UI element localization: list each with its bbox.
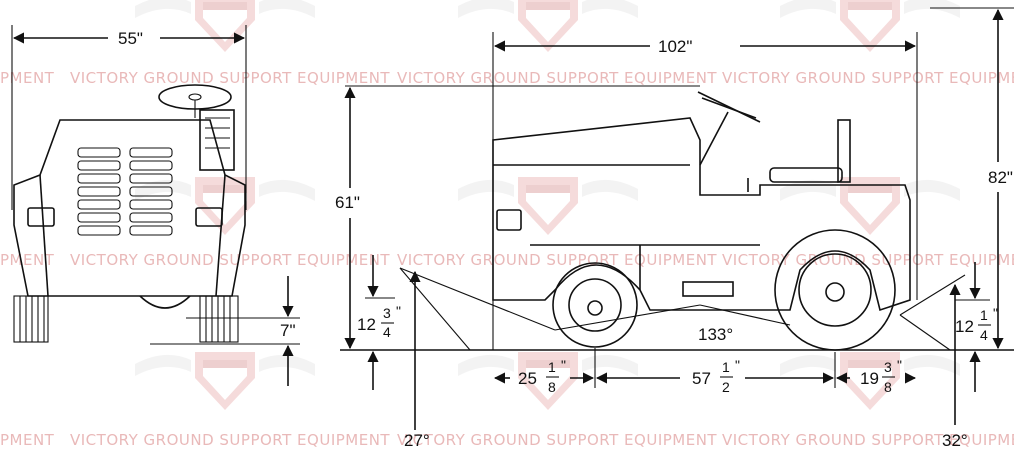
svg-text:1: 1 [548,359,556,375]
svg-text:3: 3 [383,305,391,321]
watermark-text: PMENT VICTORY GROUND SUPPORT EQUIPMENT V… [0,69,1014,449]
svg-text:": " [993,305,998,321]
svg-text:3: 3 [884,359,892,375]
dim-overall-height: 82" [988,168,1013,187]
dim-rear-overhang-height: 12 1 4 " [955,305,998,343]
watermark-label: VICTORY GROUND SUPPORT EQUIPMENT [70,431,390,449]
svg-text:": " [897,357,902,373]
svg-text:4: 4 [383,324,391,340]
svg-text:12: 12 [955,317,974,336]
watermark-label: VICTORY GROUND SUPPORT EQUIPMENT [70,251,390,269]
svg-text:2: 2 [722,379,730,395]
front-view-vehicle [11,25,300,386]
watermark-fragment: PMENT [0,251,55,269]
svg-text:12: 12 [357,315,376,334]
watermark-label: VICTORY GROUND SUPPORT EQUIPMENT [70,69,390,87]
svg-text:25: 25 [518,369,537,388]
dim-wheelbase: 57 1 2 " [692,357,740,395]
dim-front-width: 55" [118,29,143,48]
watermark-logos [135,0,960,410]
side-view-vehicle [340,7,1014,430]
watermark-fragment: PMENT [0,431,55,449]
svg-text:1: 1 [980,307,988,323]
svg-text:": " [396,303,401,319]
dim-departure-angle: 32° [942,431,968,450]
dim-front-clearance: 7" [280,321,296,340]
svg-text:8: 8 [884,379,892,395]
dim-rear-overhang: 19 3 8 " [860,357,902,395]
watermark-label: VICTORY GROUND SUPPORT EQUIPMENT [722,251,1014,269]
svg-text:57: 57 [692,369,711,388]
watermark-fragment: PMENT [0,69,55,87]
svg-text:": " [561,357,566,373]
watermark-label: VICTORY GROUND SUPPORT EQUIPMENT [722,431,1014,449]
svg-text:4: 4 [980,327,988,343]
dim-front-overhang: 25 1 8 " [518,357,566,395]
svg-text:1: 1 [722,359,730,375]
watermark-label: VICTORY GROUND SUPPORT EQUIPMENT [397,69,717,87]
dim-overall-length: 102" [658,37,692,56]
svg-text:": " [735,357,740,373]
dim-approach-angle: 27° [404,431,430,450]
dim-steering-height: 61" [335,193,360,212]
svg-text:19: 19 [860,369,879,388]
dim-front-overhang-height: 12 3 4 " [357,303,401,340]
watermark-label: VICTORY GROUND SUPPORT EQUIPMENT [397,431,717,449]
watermark-label: VICTORY GROUND SUPPORT EQUIPMENT [397,251,717,269]
watermark-label: VICTORY GROUND SUPPORT EQUIPMENT [722,69,1014,87]
dim-ramp-angle: 133° [698,325,733,344]
svg-text:8: 8 [548,379,556,395]
